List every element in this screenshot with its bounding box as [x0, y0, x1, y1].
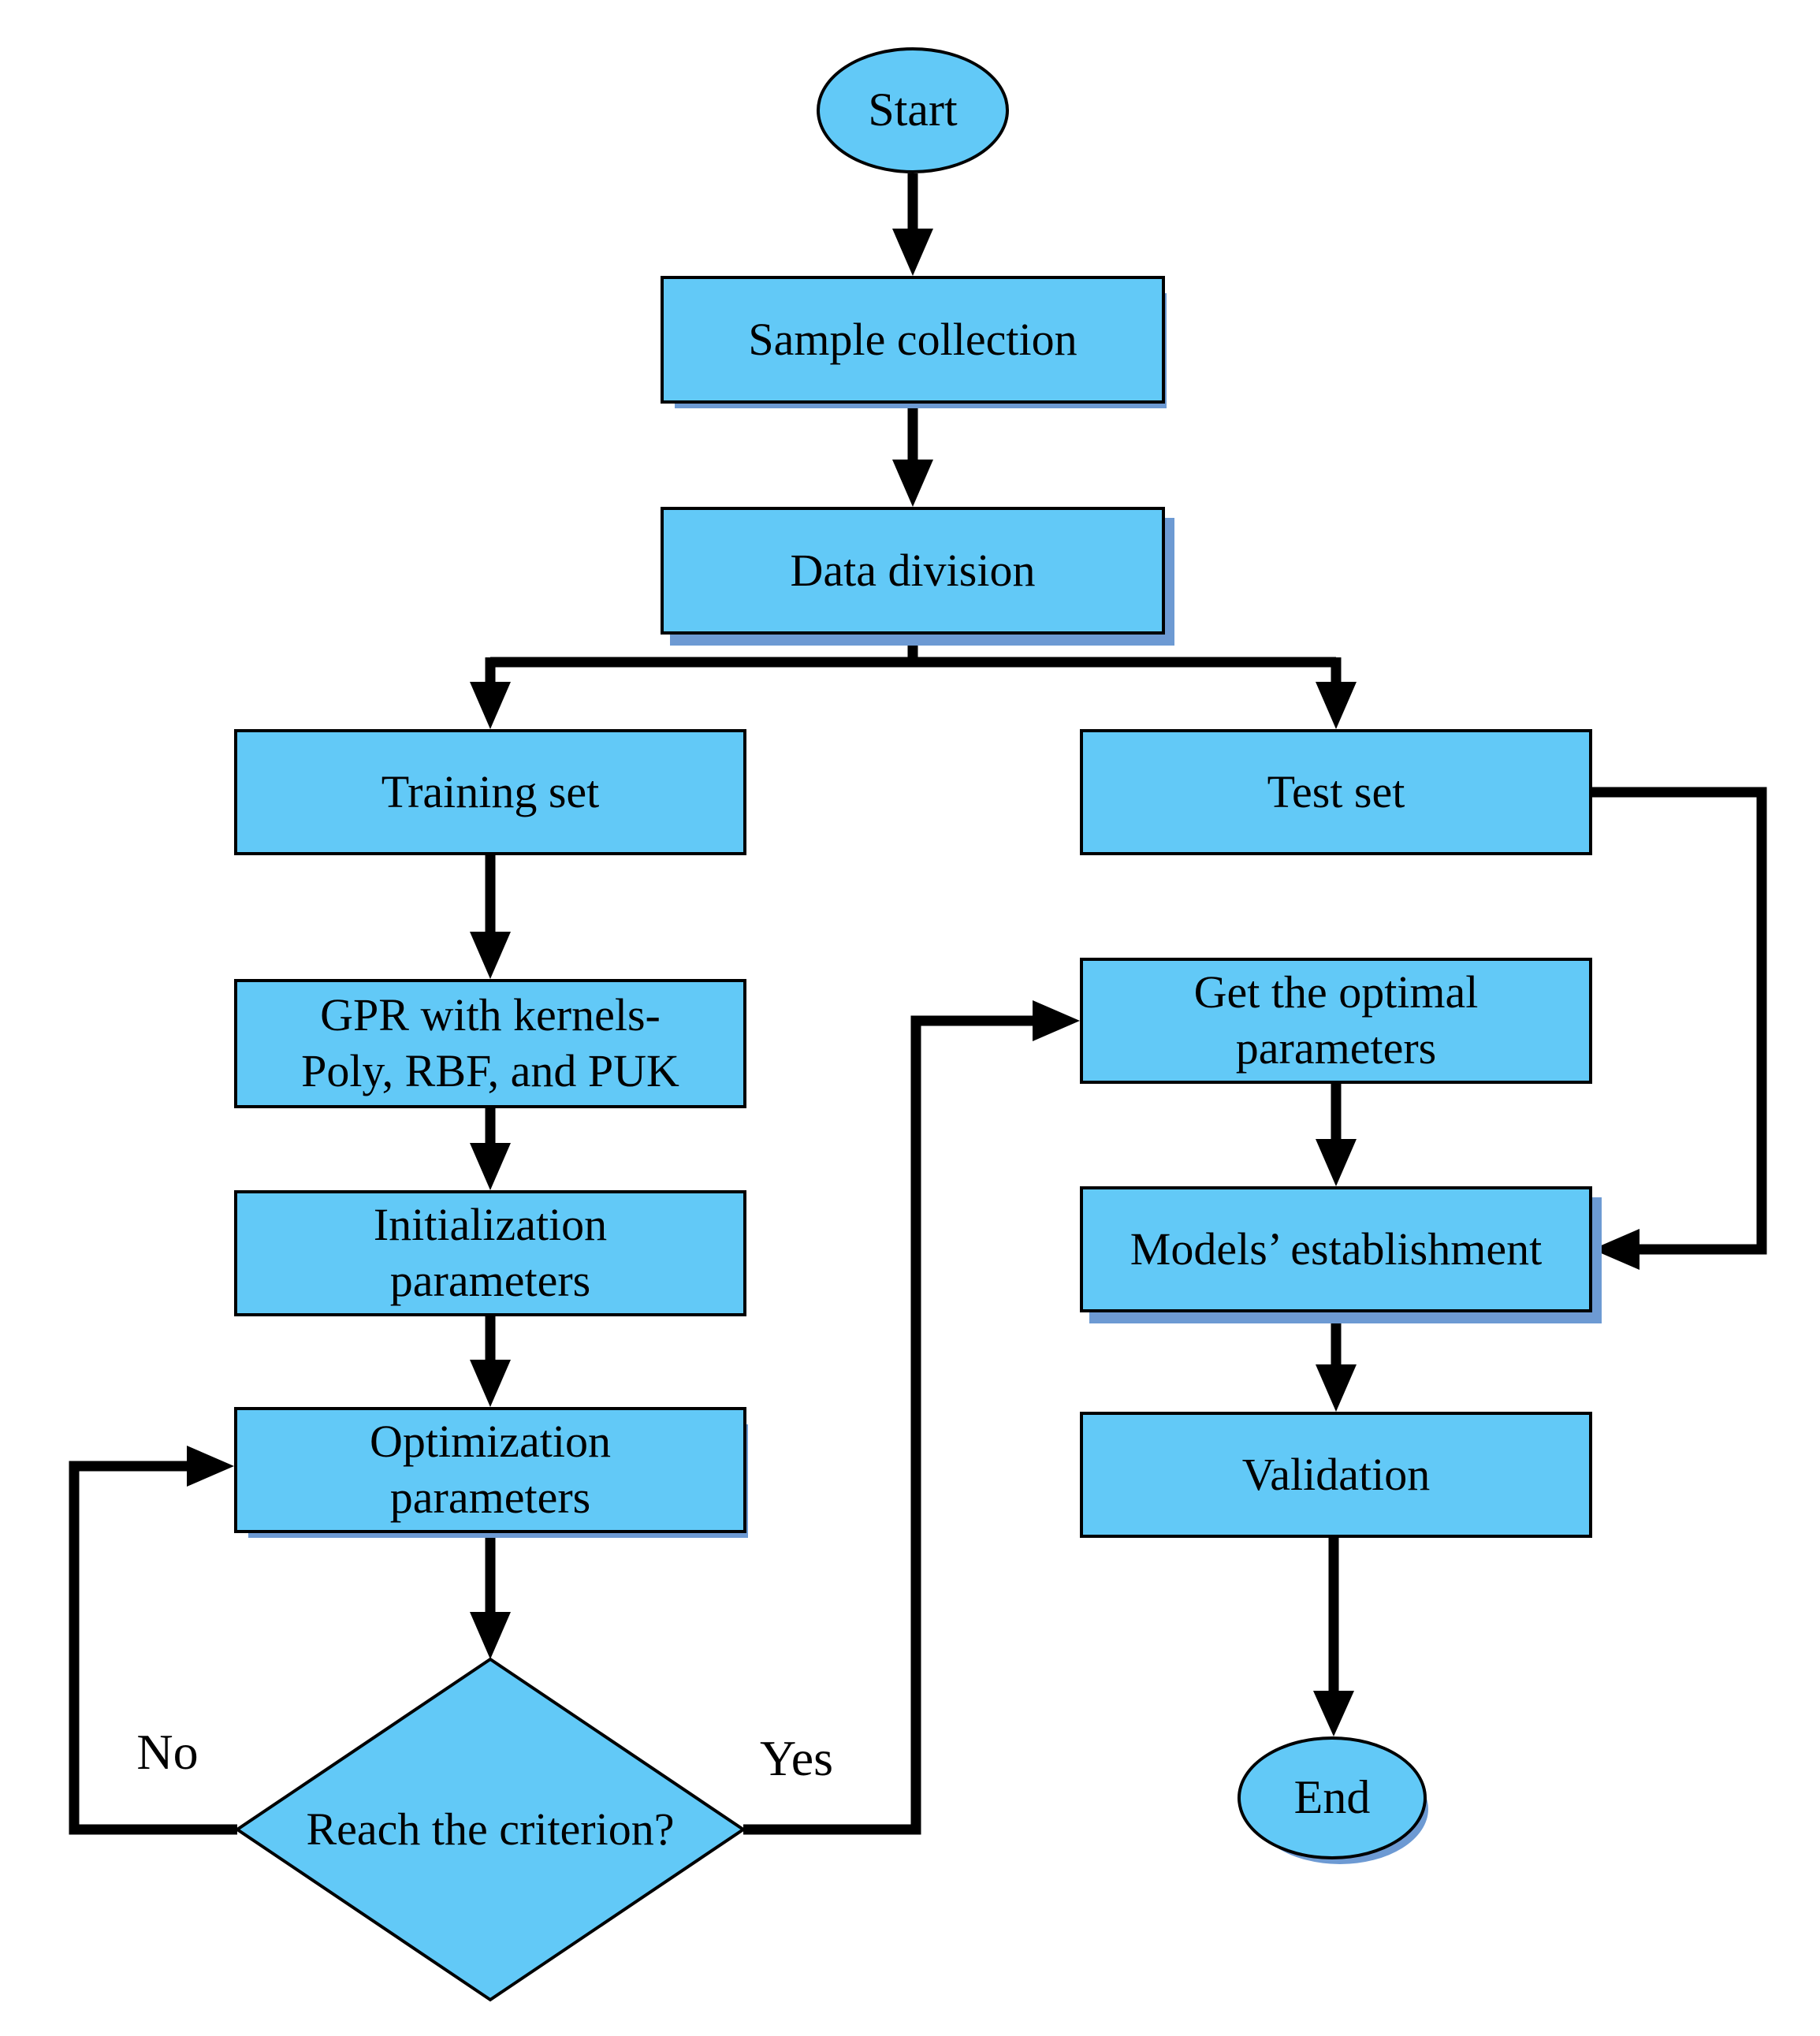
node-test-set: Test set [1080, 729, 1592, 855]
edge-split-to-test-arrowhead [1316, 682, 1357, 729]
node-validation: Validation [1080, 1412, 1592, 1538]
node-get-optimal-parameters: Get the optimal parameters [1080, 958, 1592, 1084]
edge-test-to-models-arrowhead [1592, 1229, 1639, 1270]
edge-initialization-to-optimization-arrowhead [470, 1360, 511, 1407]
edge-optimization-to-decision-arrowhead [470, 1612, 511, 1659]
edge-get-to-models-arrowhead [1316, 1139, 1357, 1186]
edge-models-to-validation-arrowhead [1316, 1364, 1357, 1412]
edge-initialization-to-optimization [470, 1316, 511, 1407]
edge-gpr-to-initialization-arrowhead [470, 1143, 511, 1190]
node-data-division: Data division [661, 507, 1165, 635]
edge-optimization-to-decision [470, 1533, 511, 1659]
edge-models-to-validation [1316, 1312, 1357, 1412]
node-optimization-parameters: Optimization parameters [234, 1407, 746, 1533]
node-start: Start [817, 47, 1009, 173]
edge-split-to-training-arrowhead [470, 682, 511, 729]
edge-training-to-gpr-arrowhead [470, 932, 511, 979]
edge-yes-path-arrowhead [1033, 1000, 1080, 1041]
node-training-set: Training set [234, 729, 746, 855]
edge-sample-to-data [892, 404, 933, 507]
edge-gpr-to-initialization [470, 1105, 511, 1190]
edge-start-to-sample-arrowhead [892, 229, 933, 276]
edge-get-to-models [1316, 1084, 1357, 1186]
node-models-establishment: Models’ establishment [1080, 1186, 1592, 1312]
edge-yes-path-shaft [743, 1015, 1034, 1835]
edge-validation-to-end [1313, 1538, 1354, 1736]
edge-test-to-models [1592, 787, 1767, 1270]
edge-test-to-models-shaft [1592, 787, 1767, 1255]
node-reach-criterion-label: Reach the criterion? [306, 1803, 675, 1855]
node-sample-collection: Sample collection [661, 276, 1165, 404]
node-initialization-parameters: Initialization parameters [234, 1190, 746, 1316]
edge-validation-to-end-arrowhead [1313, 1691, 1354, 1736]
node-gpr-kernels: GPR with kernels- Poly, RBF, and PUK [234, 979, 746, 1108]
edge-data-division-split [470, 635, 1357, 729]
edge-label-no: No [136, 1724, 199, 1780]
edge-no-loop-arrowhead [187, 1446, 234, 1487]
decision-diamond-shape [234, 1657, 746, 2002]
edge-start-to-sample [892, 173, 933, 276]
edge-sample-to-data-arrowhead [892, 460, 933, 507]
edge-label-yes: Yes [759, 1730, 834, 1786]
node-end: End [1238, 1736, 1427, 1859]
edge-training-to-gpr [470, 855, 511, 979]
edge-no-loop-shaft [69, 1461, 237, 1835]
edge-yes-path [743, 1000, 1080, 1835]
edge-no-loop [69, 1446, 237, 1835]
